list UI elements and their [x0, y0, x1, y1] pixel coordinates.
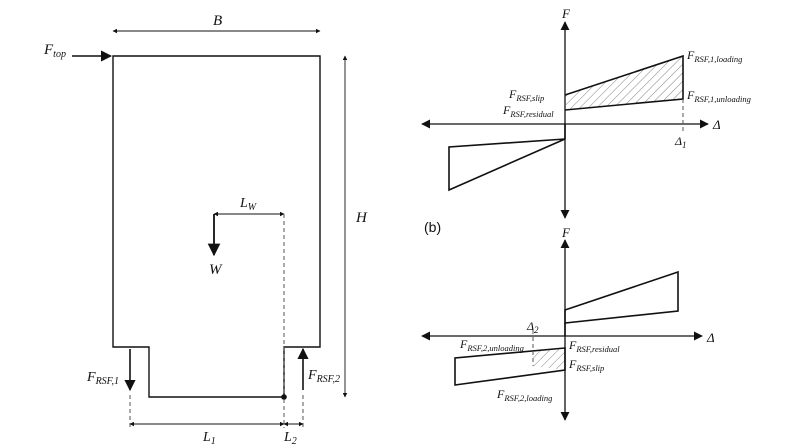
graph2-hatched-region [533, 348, 565, 370]
weight-label: W [209, 262, 223, 278]
force-top-label: Ftop [43, 42, 66, 60]
graph1-disp-label: Δ1 [674, 134, 687, 150]
graph2-axis-x-label: Δ [706, 330, 715, 345]
graph1-residual-label: FRSF,residual [502, 103, 554, 119]
graph1-axis-y-label: F [561, 6, 571, 21]
graph2-positive-branch [564, 270, 679, 324]
graph1-hatched-region [565, 56, 683, 110]
graph-1: F Δ Δ1 FRSF,1,loading FRSF,1,unloading F… [421, 6, 751, 219]
wall-panel: B H Ftop W LW FRSF,1 FRSF,2 [43, 13, 368, 447]
graph1-axis-x-label: Δ [712, 117, 721, 132]
graph1-loading-label: FRSF,1,loading [686, 48, 742, 64]
dim-b-label: B [213, 13, 222, 29]
graph2-axis-y-label: F [561, 225, 571, 240]
pivot-point [281, 394, 287, 400]
dim-h-label: H [355, 210, 368, 226]
rsf2-label: FRSF,2 [307, 368, 340, 385]
graph2-slip-label: FRSF,slip [568, 357, 604, 373]
graph-2: (b) F Δ Δ2 FRSF,2,unloading FRSF,residua… [421, 219, 715, 421]
graph2-disp-label: Δ2 [526, 319, 539, 335]
graph2-unloading-label: FRSF,2,unloading [459, 337, 524, 353]
rsf1-label: FRSF,1 [86, 370, 119, 387]
graph1-unloading-label: FRSF,1,unloading [686, 88, 751, 104]
graph2-residual-label: FRSF,residual [568, 338, 620, 354]
lever-w-label: LW [239, 196, 258, 213]
graph2-loading-label: FRSF,2,loading [496, 387, 552, 403]
graph2-negative-branch [454, 347, 566, 386]
graph1-negative-branch [448, 138, 566, 192]
graph1-loading-line [564, 54, 684, 111]
graph1-slip-label: FRSF,slip [508, 87, 544, 103]
lever-2-label: L2 [283, 430, 297, 447]
lever-1-label: L1 [202, 430, 216, 447]
graph2-panel-label: (b) [424, 219, 441, 235]
wall-outline [112, 55, 321, 398]
